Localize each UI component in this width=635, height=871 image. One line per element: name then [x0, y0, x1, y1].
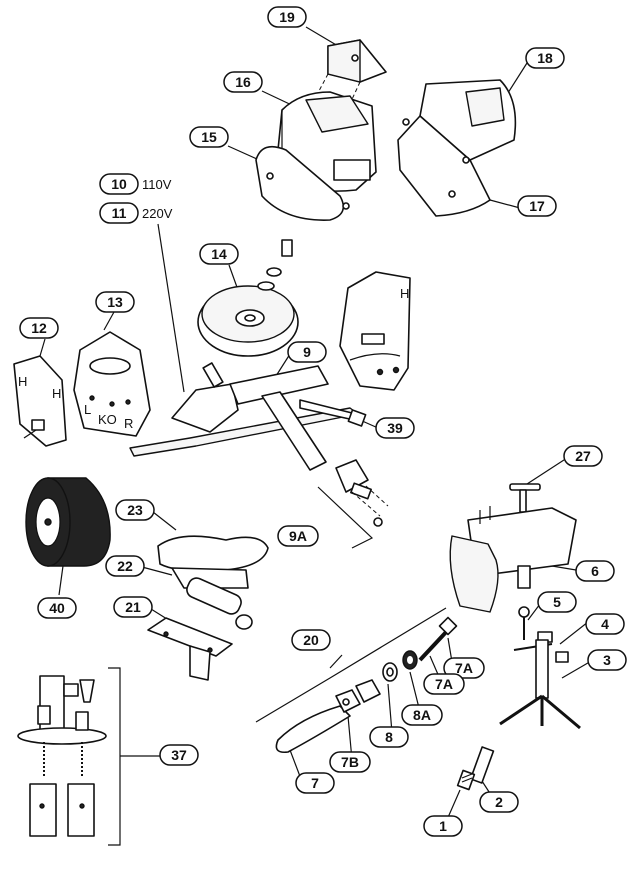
callout-17-label: 17 [529, 198, 545, 214]
callout-13: 13 [95, 291, 135, 313]
callout-21-label: 21 [125, 599, 141, 615]
callout-4: 4 [585, 613, 625, 635]
callout-40-label: 40 [49, 600, 65, 616]
callout-18-label: 18 [537, 50, 553, 66]
part-15-lower-cover [255, 145, 350, 221]
callout-37-label: 37 [171, 747, 187, 763]
callout-11: 11 220V [99, 202, 173, 224]
callout-15: 15 [189, 126, 229, 148]
callout-10: 10 110V [99, 173, 172, 195]
voltage-110v: 110V [142, 177, 172, 192]
callout-20: 20 [291, 629, 331, 651]
part-13-face-plate: L KO R [73, 331, 151, 437]
part-21-base-plate [147, 617, 233, 681]
callout-20-label: 20 [303, 632, 319, 648]
callout-7a-lower: 7A [423, 673, 465, 695]
callout-19-label: 19 [279, 9, 295, 25]
callout-22-label: 22 [117, 558, 133, 574]
part-40-wheel-tyre [25, 477, 111, 567]
callout-7a-upper: 7A [443, 657, 485, 679]
callout-7-label: 7 [311, 775, 319, 791]
callout-40: 40 [37, 597, 77, 619]
callout-12: 12 [19, 317, 59, 339]
callout-9a: 9A [277, 525, 319, 547]
callout-7b: 7B [329, 751, 371, 773]
callout-22: 22 [105, 555, 145, 577]
callout-6: 6 [575, 560, 615, 582]
callout-10-label: 10 [111, 176, 127, 192]
part-right-side-plate: H [339, 271, 411, 391]
part-17-right-housing [397, 115, 491, 217]
callout-27-label: 27 [575, 448, 591, 464]
callout-4-label: 4 [601, 616, 609, 632]
part-7-launch-arm [275, 705, 351, 754]
callout-39: 39 [375, 417, 415, 439]
part-7b-nut [335, 679, 381, 713]
callout-3: 3 [587, 649, 627, 671]
callout-21: 21 [113, 596, 153, 618]
callout-39-label: 39 [387, 420, 403, 436]
bracket-mark-h2: H [52, 386, 61, 401]
callout-14: 14 [199, 243, 239, 265]
callout-8-label: 8 [385, 729, 393, 745]
leader-lines [39, 26, 594, 846]
callout-11-label: 11 [112, 205, 127, 221]
part-5-eye-bolt [518, 606, 530, 640]
plate-mark-l: L [84, 402, 91, 417]
callout-15-label: 15 [201, 129, 217, 145]
part-9a-hitch [335, 459, 389, 527]
part-14-throwing-wheel [197, 239, 299, 357]
part-27-tray-knob [509, 483, 541, 513]
callout-7b-label: 7B [341, 754, 359, 770]
callout-37: 37 [159, 744, 199, 766]
plate-mark-ko: KO [98, 412, 117, 427]
part-23-seat [157, 535, 269, 572]
part-8-washers [382, 650, 418, 682]
callout-23-label: 23 [127, 502, 143, 518]
callout-7: 7 [295, 772, 335, 794]
part-22-seat-post [171, 567, 253, 630]
callout-7a-upper-label: 7A [455, 660, 473, 676]
callout-7a-lower-label: 7A [435, 676, 453, 692]
callout-13-label: 13 [107, 294, 123, 310]
callout-8a: 8A [401, 704, 443, 726]
part-37-spring-assembly [17, 675, 107, 837]
callout-16-label: 16 [235, 74, 251, 90]
callout-16: 16 [223, 71, 263, 93]
plate-mark-r: R [124, 416, 133, 431]
part-7a-bolt [418, 616, 458, 662]
part-3-tripod [499, 639, 581, 730]
plate-mark-h-right: H [400, 286, 409, 301]
callout-5-label: 5 [553, 594, 561, 610]
bracket-mark-h: H [18, 374, 27, 389]
callout-1: 1 [423, 815, 463, 837]
part-9-main-frame [129, 362, 367, 471]
callout-8a-label: 8A [413, 707, 431, 723]
callout-17: 17 [517, 195, 557, 217]
callout-8: 8 [369, 726, 409, 748]
part-19-control-box [311, 39, 387, 109]
callout-27: 27 [563, 445, 603, 467]
callout-2-label: 2 [495, 794, 503, 810]
callout-3-label: 3 [603, 652, 611, 668]
part-6-ball-tray [449, 506, 577, 613]
callout-6-label: 6 [591, 563, 599, 579]
callout-19: 19 [267, 6, 307, 28]
voltage-220v: 220V [142, 206, 173, 221]
part-18-right-cover [419, 79, 517, 161]
callout-18: 18 [525, 47, 565, 69]
part-12-side-bracket: H H [13, 355, 67, 447]
callout-14-label: 14 [211, 246, 227, 262]
callout-2: 2 [479, 791, 519, 813]
callout-5: 5 [537, 591, 577, 613]
part-2-leg-tube [469, 746, 495, 784]
callout-1-label: 1 [439, 818, 447, 834]
callout-9-label: 9 [303, 344, 311, 360]
callout-9: 9 [287, 341, 327, 363]
part-1-foot [456, 769, 476, 791]
callout-9a-label: 9A [289, 528, 307, 544]
callout-12-label: 12 [31, 320, 47, 336]
callout-23: 23 [115, 499, 155, 521]
